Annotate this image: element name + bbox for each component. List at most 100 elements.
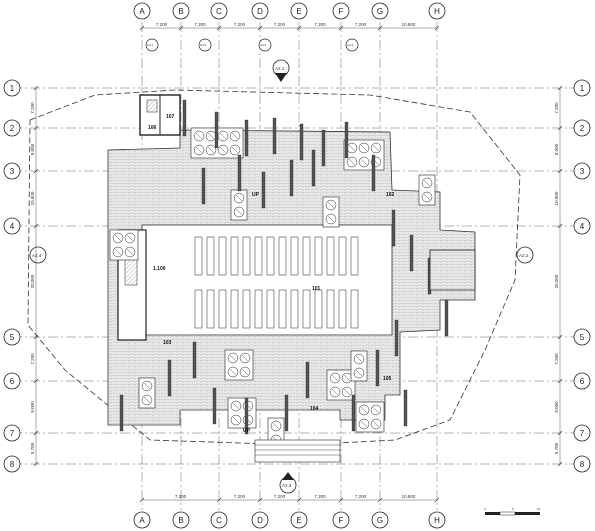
grid-bubble-row-3-left — [3, 162, 21, 180]
fin-column — [272, 117, 277, 155]
dim-bottom-1: 7.200 — [234, 494, 246, 499]
grid-bubble-col-D-bottom — [251, 511, 269, 529]
grid-label-row-1: 1 — [10, 84, 15, 93]
grid-bubble-row-5-left — [3, 328, 21, 346]
dim-bottom-5: 10.800 — [402, 494, 416, 499]
room-103-label: 103 — [163, 340, 172, 346]
fin-column — [299, 123, 304, 161]
grid-label-row-1: 1 — [580, 84, 585, 93]
scale-tick-5: 5 — [512, 507, 514, 511]
svg-text:A4.4: A4.4 — [347, 43, 354, 47]
seat-row-north — [302, 236, 311, 276]
grid-bubble-row-6-left — [3, 372, 21, 390]
grid-label-row-8: 8 — [10, 460, 15, 469]
section-marker-a23: A2.3 — [279, 472, 297, 494]
seat-row-north — [206, 236, 215, 276]
grid-bubble-col-C-top — [210, 2, 228, 20]
dim-bottom-0: 7.200 — [175, 494, 187, 499]
room-100-label: 1.100 — [153, 266, 166, 272]
grid-label-col-G: G — [377, 7, 383, 16]
elevation-marker-a42: A4.2 — [198, 38, 212, 52]
dim-bottom-4: 7.200 — [355, 494, 367, 499]
dim-top-1: 7.200 — [194, 22, 206, 27]
grid-label-col-C: C — [216, 516, 222, 525]
grid-bubble-row-8-right — [573, 455, 591, 473]
fin-column — [261, 171, 266, 209]
grid-label-row-2: 2 — [580, 124, 585, 133]
grid-label-col-E: E — [296, 516, 301, 525]
seat-row-north — [290, 236, 299, 276]
fin-column — [182, 99, 187, 137]
seat-row-south — [230, 289, 239, 329]
fin-column — [375, 349, 380, 387]
fin-column — [214, 111, 219, 149]
grid-label-col-C: C — [216, 7, 222, 16]
dim-right-5: 8.000 — [554, 401, 559, 413]
dim-top-6: 10.800 — [402, 22, 416, 27]
east-extension — [429, 249, 476, 291]
fin-column — [351, 394, 356, 432]
grid-label-col-A: A — [139, 516, 145, 525]
seat-row-south — [194, 289, 203, 329]
structural-fins — [119, 99, 449, 435]
grid-label-row-4: 4 — [10, 222, 15, 231]
scale-tick-10: 10 — [537, 507, 541, 511]
fin-column — [192, 341, 197, 379]
section-marker-a22: A2.2 — [516, 246, 534, 264]
dim-right-6: 5.700 — [554, 442, 559, 454]
seat-row-north — [278, 236, 287, 276]
svg-text:A2.1: A2.1 — [275, 66, 285, 71]
fin-column — [311, 149, 316, 187]
seat-row-north — [266, 236, 275, 276]
fin-column — [321, 129, 326, 167]
grid-label-row-7: 7 — [580, 429, 585, 438]
room-105-label: 105 — [383, 376, 392, 382]
grid-bubble-col-F-top — [332, 2, 350, 20]
grid-label-row-6: 6 — [580, 377, 585, 386]
room-107-label: 107 — [166, 114, 175, 120]
room-104-label: 104 — [310, 406, 319, 412]
dim-left-4: 7.200 — [30, 353, 35, 365]
grid-bubble-col-E-bottom — [290, 511, 308, 529]
fin-column — [394, 319, 399, 357]
seat-row-north — [230, 236, 239, 276]
grid-bubble-row-4-left — [3, 217, 21, 235]
grid-label-row-7: 7 — [10, 429, 15, 438]
dim-right-0: 7.200 — [554, 102, 559, 114]
grid-bubble-col-G-top — [371, 2, 389, 20]
dim-left-1: 8.000 — [30, 143, 35, 155]
grid-bubble-col-F-bottom — [332, 511, 350, 529]
grid-bubble-row-3-right — [573, 162, 591, 180]
grid-label-row-8: 8 — [580, 460, 585, 469]
dim-bottom-3: 7.200 — [314, 494, 326, 499]
grid-bubble-row-2-left — [3, 119, 21, 137]
stair-up-label-1: UP — [252, 192, 260, 198]
room-106-label: 106 — [148, 125, 157, 131]
grid-bubble-row-8-left — [3, 455, 21, 473]
room-101-label: 101 — [312, 286, 321, 292]
grid-label-row-3: 3 — [10, 167, 15, 176]
grid-label-col-H: H — [434, 7, 440, 16]
stepped-seating — [194, 236, 359, 329]
seat-row-south — [242, 289, 251, 329]
seat-row-south — [290, 289, 299, 329]
grid-bubble-row-6-right — [573, 372, 591, 390]
dim-bottom-2: 7.200 — [274, 494, 286, 499]
elevation-marker-a43: A4.3 — [258, 38, 272, 52]
grid-label-row-3: 3 — [580, 167, 585, 176]
grid-label-col-E: E — [296, 7, 301, 16]
dimension-strings: 7.200 7.200 7.200 7.200 7.200 7.200 10.800 7.20… — [30, 22, 563, 503]
dim-right-4: 7.200 — [554, 353, 559, 365]
seat-row-north — [350, 236, 359, 276]
fin-column — [371, 154, 376, 192]
svg-text:A4.2: A4.2 — [200, 43, 207, 47]
fin-column — [344, 121, 349, 159]
seat-row-south — [350, 289, 359, 329]
section-marker-a21: A2.1 — [272, 59, 290, 82]
dim-top-2: 7.200 — [234, 22, 246, 27]
grid-bubble-col-H-bottom — [428, 511, 446, 529]
grid-label-row-5: 5 — [580, 333, 585, 342]
fin-column — [403, 389, 408, 427]
